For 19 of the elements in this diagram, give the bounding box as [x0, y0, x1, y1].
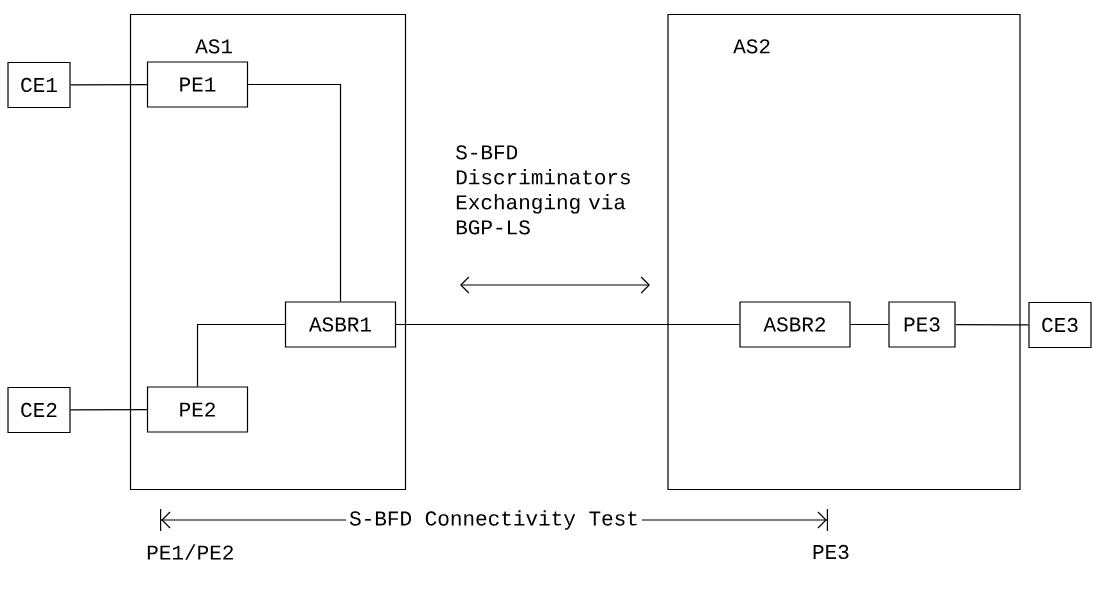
- connector-line: [955, 324, 1029, 326]
- note-text: S-BFD Discriminators Exchanging via BGP-LS: [456, 145, 630, 235]
- router-box: ASBR2: [739, 301, 851, 348]
- connector-line: [70, 409, 148, 411]
- dimension-label: S-BFD Connectivity Test: [346, 507, 642, 533]
- router-box: PE1: [146, 61, 249, 108]
- router-box: CE1: [7, 61, 71, 109]
- router-box: CE3: [1028, 301, 1092, 349]
- connector-line: [247, 83, 342, 302]
- connector-line: [70, 84, 148, 86]
- end-label: PE3: [813, 544, 849, 560]
- router-box: CE2: [7, 386, 71, 434]
- end-label: PE1/PE2: [147, 544, 233, 560]
- router-box: PE3: [888, 301, 956, 348]
- connector-line: [395, 323, 740, 326]
- router-box: PE2: [146, 386, 249, 433]
- router-box: ASBR1: [284, 301, 397, 348]
- connector-line: [850, 323, 889, 326]
- connector-line: [196, 323, 286, 387]
